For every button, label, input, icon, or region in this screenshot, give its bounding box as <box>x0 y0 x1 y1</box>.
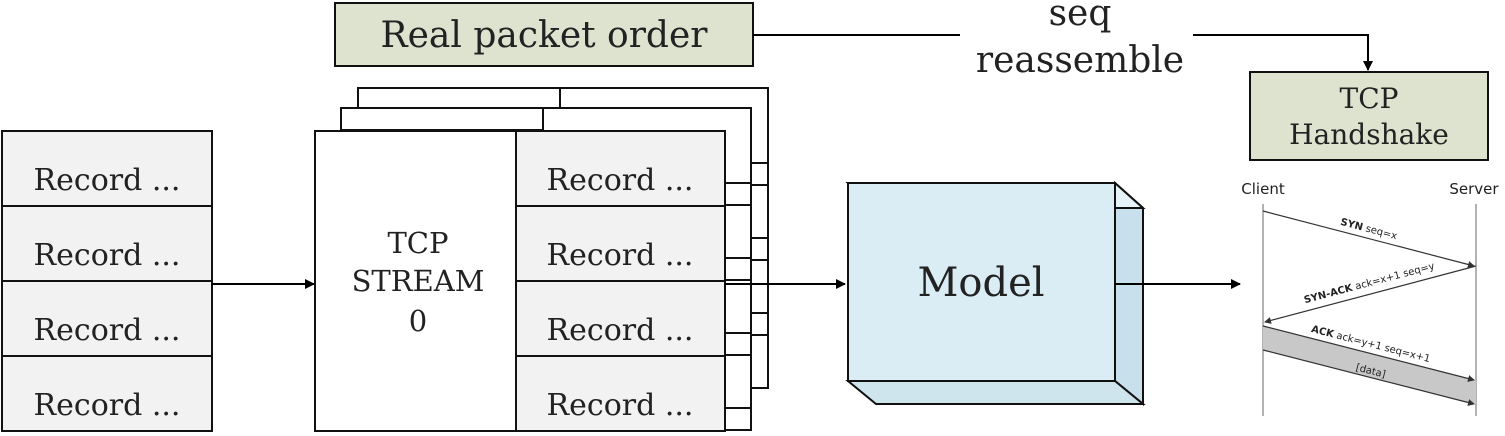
seq-connector-right <box>1193 34 1373 71</box>
stream-record-label: Record ... <box>547 238 694 273</box>
stream-record: Record ... <box>515 130 726 207</box>
stream-record-label: Record ... <box>547 313 694 348</box>
input-record: Record ... <box>1 280 213 357</box>
real-packet-order-label: Real packet order <box>381 15 709 56</box>
syn-arrow <box>1262 210 1475 268</box>
synack-arrow <box>1264 265 1477 324</box>
input-record-label: Record ... <box>34 313 181 348</box>
tcp-handshake-box: TCP Handshake <box>1249 71 1489 161</box>
ack-label: ACK <box>1310 324 1336 341</box>
tcp-stream-label-line: TCP <box>387 226 448 260</box>
data-band <box>1263 326 1476 404</box>
input-record-column: Record ... Record ... Record ... Record … <box>1 130 213 432</box>
tcp-handshake-label-line: Handshake <box>1289 118 1449 151</box>
tcp-stream-label-line: 0 <box>409 304 427 338</box>
input-record: Record ... <box>1 355 213 432</box>
seq-reassemble-line: reassemble <box>976 40 1184 81</box>
synack-message: SYN-ACK ack=x+1 seq=y <box>1303 261 1436 306</box>
tcp-stream-label: TCP STREAM 0 <box>352 226 485 338</box>
input-record: Record ... <box>1 130 213 207</box>
real-packet-order-box: Real packet order <box>334 2 754 67</box>
tcp-handshake-label-line: TCP <box>1340 82 1399 115</box>
model-box: Model <box>845 180 1146 407</box>
seq-reassemble-label: seq reassemble <box>976 0 1184 81</box>
input-record: Record ... <box>1 205 213 282</box>
ack-arrow <box>1262 325 1475 382</box>
server-label: Server <box>1449 180 1499 198</box>
input-record-label: Record ... <box>34 388 181 423</box>
stream-record: Record ... <box>515 205 726 282</box>
synack-label: SYN-ACK <box>1303 282 1355 306</box>
syn-detail: seq=x <box>1364 224 1398 243</box>
syn-label: SYN <box>1339 217 1364 233</box>
input-record-label: Record ... <box>34 163 181 198</box>
stream-record: Record ... <box>515 280 726 357</box>
input-record-label: Record ... <box>34 238 181 273</box>
stream-layer-tabs <box>724 162 769 431</box>
data-arrow <box>1262 349 1475 406</box>
tcp-stream-label-line: STREAM <box>352 264 485 298</box>
stream-record-label: Record ... <box>547 163 694 198</box>
tcp-stream-block: TCP STREAM 0 Record ... Record ... Recor… <box>314 130 726 432</box>
stream-record-label: Record ... <box>547 388 694 423</box>
client-label: Client <box>1241 180 1285 198</box>
stream-record: Record ... <box>515 355 726 432</box>
seq-reassemble-line: seq <box>1049 0 1112 34</box>
handshake-sequence-diagram: Client Server SYN seq=x SYN-ACK ack=x+1 … <box>1241 180 1499 416</box>
model-label: Model <box>917 260 1044 306</box>
